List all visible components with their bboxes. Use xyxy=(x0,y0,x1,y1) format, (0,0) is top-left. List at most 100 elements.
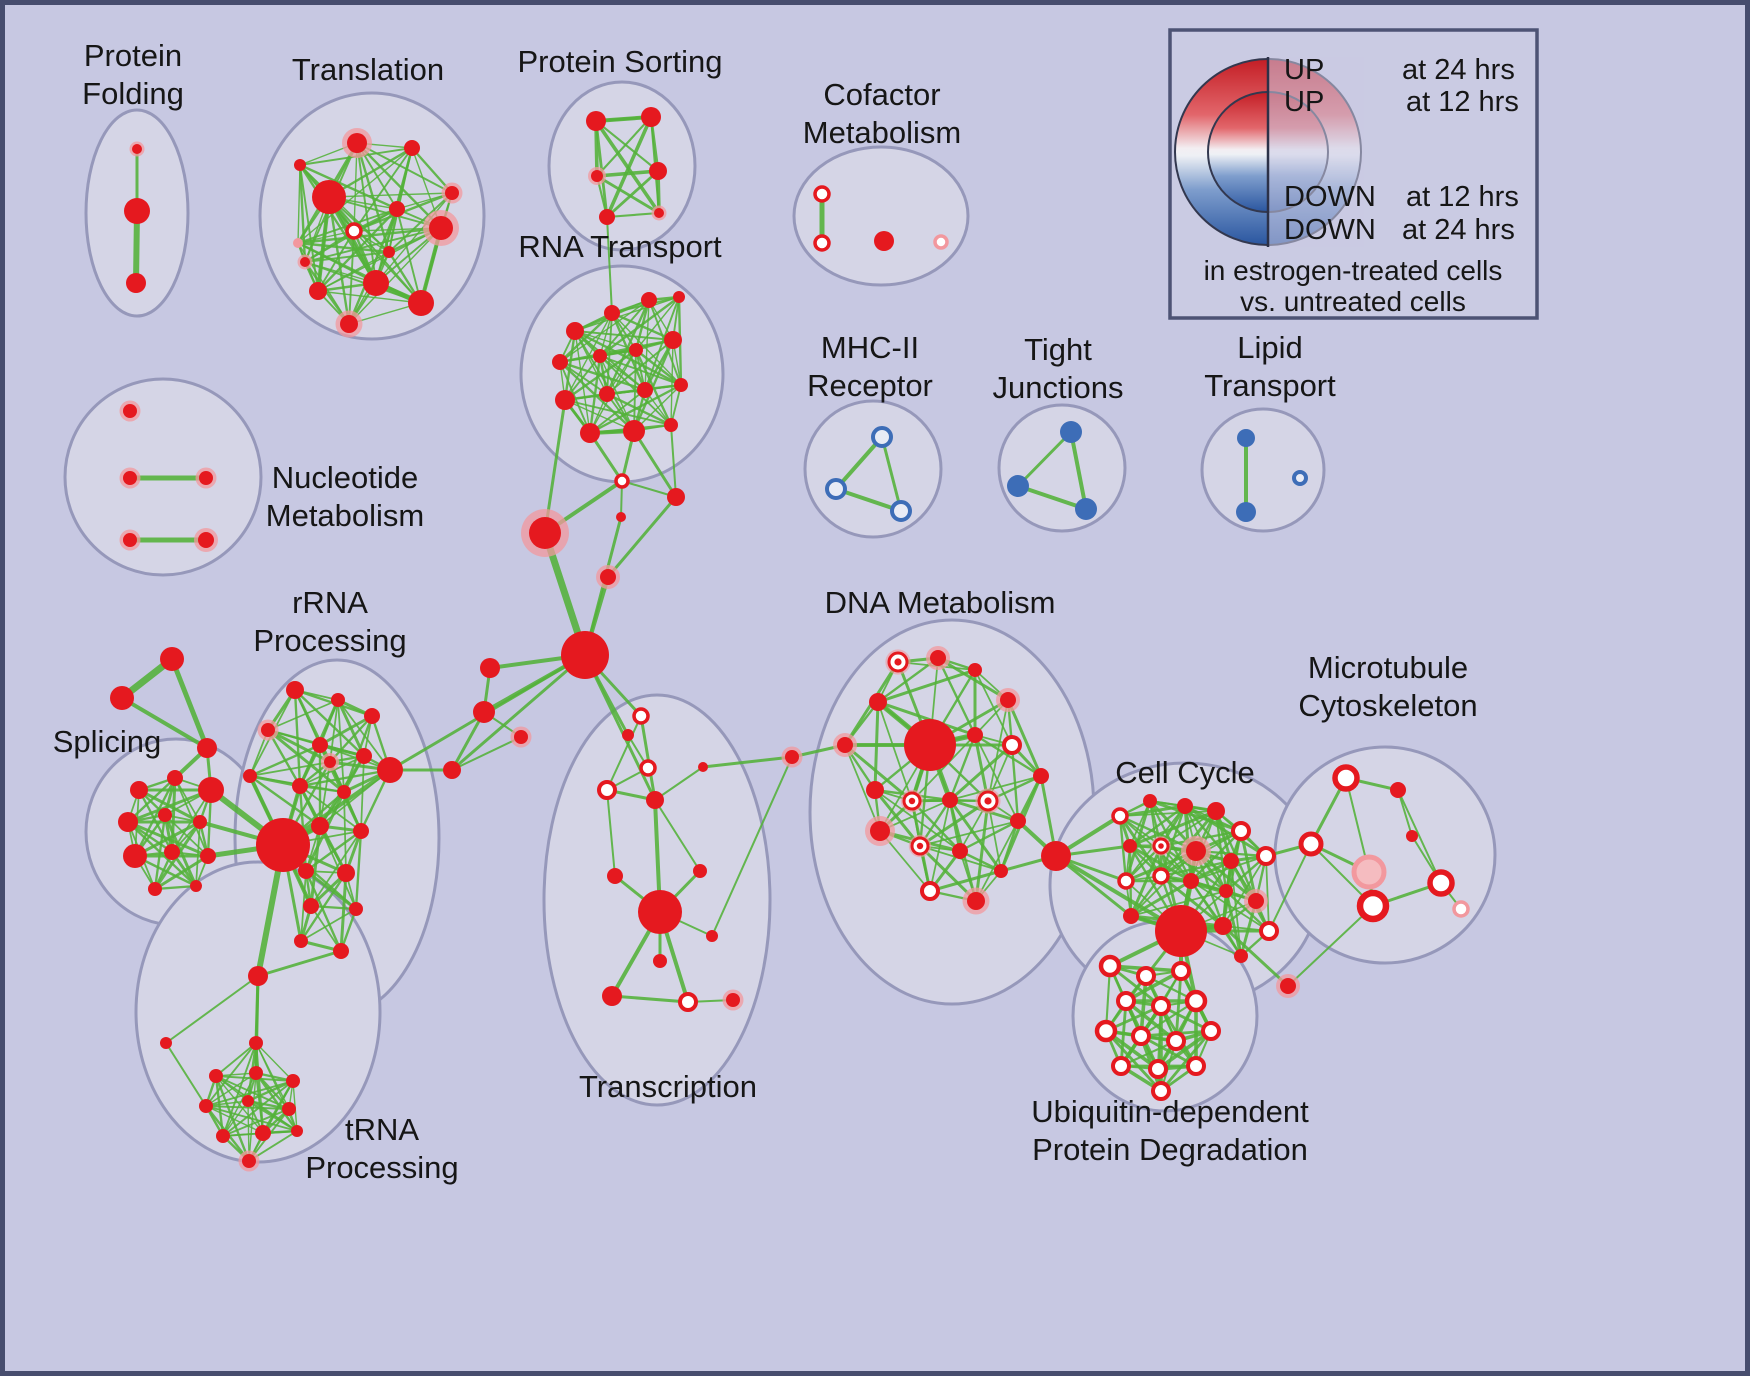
edge xyxy=(328,714,374,764)
node-rt8 xyxy=(664,331,682,349)
edge xyxy=(610,994,690,1004)
node-rr8 xyxy=(377,757,403,783)
edge xyxy=(670,339,674,426)
node-rr7 xyxy=(356,748,372,764)
node-d8 xyxy=(967,727,983,743)
edge xyxy=(701,755,794,769)
edge xyxy=(974,734,1019,822)
node-tr5 xyxy=(293,238,303,248)
edge xyxy=(356,142,453,194)
edge xyxy=(635,296,680,351)
edge xyxy=(1268,843,1312,932)
edge xyxy=(1174,969,1183,1043)
edge xyxy=(348,227,442,325)
node-cc4 xyxy=(1207,802,1225,820)
edge xyxy=(910,799,962,853)
node-sp9 xyxy=(200,848,216,864)
node-tr7 xyxy=(389,201,405,217)
edge xyxy=(583,653,657,802)
edge xyxy=(873,700,880,792)
node-d7 xyxy=(904,719,956,771)
edge xyxy=(1156,1029,1213,1071)
node-d10 xyxy=(1033,768,1049,784)
edge xyxy=(936,656,1010,702)
edge xyxy=(1006,698,1043,778)
node-tn8 xyxy=(199,1099,213,1113)
node-tc10 xyxy=(722,989,744,1011)
edge xyxy=(327,195,351,326)
edge xyxy=(563,348,638,402)
edge xyxy=(928,869,1003,893)
node-cc12 xyxy=(1152,867,1170,885)
node-sp3 xyxy=(198,777,224,803)
edge xyxy=(844,744,881,832)
edge xyxy=(195,821,201,887)
edge xyxy=(911,734,976,802)
node-tc6 xyxy=(607,868,623,884)
edge xyxy=(298,768,392,788)
edge xyxy=(1128,809,1218,848)
node-rr5 xyxy=(257,719,279,741)
node-tr8 xyxy=(423,210,459,246)
node-rr2 xyxy=(286,681,304,699)
node-ps5 xyxy=(599,209,615,225)
cluster-label-dna_metabolism: DNA Metabolism xyxy=(825,585,1056,620)
node-m2 xyxy=(473,701,495,723)
legend-up-outer-label: UP xyxy=(1284,54,1324,86)
legend-footer-line2: vs. untreated cells xyxy=(1240,286,1466,317)
node-ub13 xyxy=(1186,1056,1206,1076)
legend-down-outer-time: at 24 hrs xyxy=(1402,214,1515,246)
node-d12 xyxy=(900,789,924,813)
node-tr3 xyxy=(404,140,420,156)
node-d11 xyxy=(866,781,884,799)
node-nu3 xyxy=(195,467,217,489)
node-nu4 xyxy=(119,529,141,551)
node-tn12 xyxy=(255,1125,271,1141)
node-cc16 xyxy=(1214,917,1232,935)
node-rr17 xyxy=(349,902,363,916)
node-ps4 xyxy=(649,162,667,180)
edge xyxy=(304,261,422,304)
node-mt6 xyxy=(1427,869,1455,897)
edge xyxy=(595,115,653,178)
edge xyxy=(205,1100,249,1107)
node-nu2 xyxy=(119,467,141,489)
edge xyxy=(949,775,1042,801)
edge xyxy=(874,789,961,852)
cluster-label-transcription: Transcription xyxy=(579,1069,757,1104)
node-tn11 xyxy=(216,1129,230,1143)
node-rt1 xyxy=(566,322,584,340)
node-rr11 xyxy=(337,785,351,799)
edge xyxy=(255,1042,298,1132)
node-tr13 xyxy=(297,254,313,270)
node-d3 xyxy=(885,649,911,675)
node-rt12 xyxy=(674,378,688,392)
node-d20 xyxy=(962,887,990,915)
edge xyxy=(595,169,660,178)
node-rr9 xyxy=(243,769,257,783)
node-cc2 xyxy=(1143,794,1157,808)
edge xyxy=(1129,879,1193,918)
edge xyxy=(205,1105,298,1132)
cluster-lipid_transport xyxy=(1200,407,1326,533)
edge xyxy=(599,299,650,357)
edge xyxy=(298,163,378,285)
node-cc13 xyxy=(1183,873,1199,889)
node-rr16 xyxy=(303,898,319,914)
node-tj2 xyxy=(1007,475,1029,497)
edge xyxy=(1130,890,1227,917)
node-ub14 xyxy=(1151,1081,1171,1101)
node-rr6 xyxy=(312,737,328,753)
edge xyxy=(319,825,357,910)
node-m5 xyxy=(639,759,657,777)
edge xyxy=(304,869,358,911)
node-d17 xyxy=(908,834,932,858)
node-tj3 xyxy=(1075,498,1097,520)
node-ccl xyxy=(1041,841,1071,871)
edge xyxy=(1159,859,1233,878)
node-mh1 xyxy=(871,426,893,448)
node-tr2 xyxy=(342,128,372,158)
node-rr13 xyxy=(353,823,369,839)
